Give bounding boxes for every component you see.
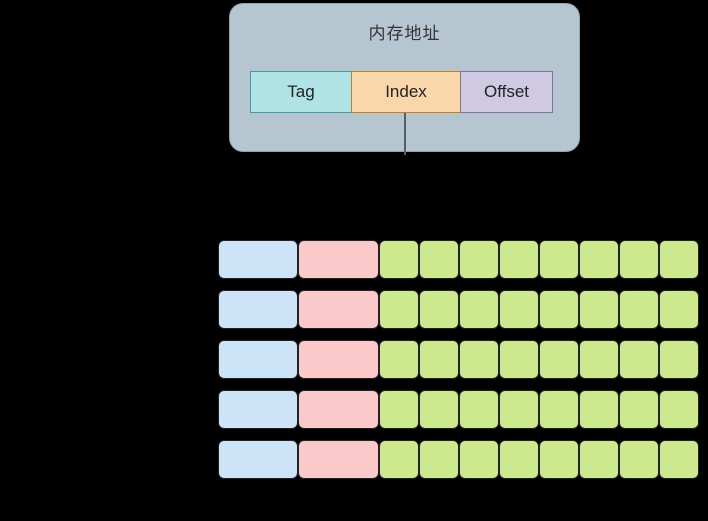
cache-cell-data[interactable] <box>419 290 459 329</box>
cache-cell-data[interactable] <box>379 340 419 379</box>
cache-cell-data[interactable] <box>459 290 499 329</box>
cache-cell-data[interactable] <box>579 290 619 329</box>
cache-row <box>218 440 699 479</box>
cache-cell-data[interactable] <box>459 440 499 479</box>
index-connector-line <box>404 113 406 155</box>
cache-cell-data[interactable] <box>659 290 699 329</box>
cache-cell-valid[interactable] <box>218 240 298 279</box>
address-field-offset[interactable]: Offset <box>460 71 553 113</box>
cache-cell-data[interactable] <box>539 440 579 479</box>
cache-cell-data[interactable] <box>419 440 459 479</box>
cache-cell-data[interactable] <box>619 440 659 479</box>
cache-cell-data[interactable] <box>419 340 459 379</box>
cache-cell-data[interactable] <box>419 240 459 279</box>
cache-row <box>218 290 699 329</box>
cache-cell-data[interactable] <box>459 240 499 279</box>
cache-cell-data[interactable] <box>539 390 579 429</box>
cache-cell-data[interactable] <box>499 390 539 429</box>
cache-cell-data[interactable] <box>659 440 699 479</box>
cache-cell-data[interactable] <box>619 240 659 279</box>
cache-cell-data[interactable] <box>619 290 659 329</box>
cache-cell-data[interactable] <box>579 240 619 279</box>
cache-cell-data[interactable] <box>499 290 539 329</box>
address-field-tag[interactable]: Tag <box>250 71 352 113</box>
cache-row <box>218 390 699 429</box>
cache-cell-tag[interactable] <box>298 290 379 329</box>
cache-row <box>218 240 699 279</box>
cache-cell-data[interactable] <box>659 240 699 279</box>
cache-row <box>218 340 699 379</box>
cache-cell-data[interactable] <box>539 340 579 379</box>
cache-grid <box>218 240 699 480</box>
cache-cell-data[interactable] <box>539 240 579 279</box>
cache-cell-valid[interactable] <box>218 290 298 329</box>
cache-cell-tag[interactable] <box>298 240 379 279</box>
cache-cell-valid[interactable] <box>218 390 298 429</box>
cache-cell-data[interactable] <box>539 290 579 329</box>
cache-cell-data[interactable] <box>379 240 419 279</box>
cache-cell-data[interactable] <box>379 290 419 329</box>
cache-cell-tag[interactable] <box>298 340 379 379</box>
cache-cell-data[interactable] <box>579 390 619 429</box>
cache-cell-data[interactable] <box>419 390 459 429</box>
cache-cell-data[interactable] <box>499 340 539 379</box>
cache-cell-tag[interactable] <box>298 390 379 429</box>
cache-cell-data[interactable] <box>659 340 699 379</box>
cache-cell-data[interactable] <box>499 440 539 479</box>
cache-cell-data[interactable] <box>459 390 499 429</box>
memory-address-title: 内存地址 <box>368 24 441 43</box>
memory-address-panel: 内存地址 Tag Index Offset <box>229 3 580 155</box>
cache-cell-tag[interactable] <box>298 440 379 479</box>
cache-cell-data[interactable] <box>579 340 619 379</box>
address-field-index[interactable]: Index <box>351 71 461 113</box>
cache-cell-valid[interactable] <box>218 440 298 479</box>
cache-cell-data[interactable] <box>499 240 539 279</box>
cache-cell-valid[interactable] <box>218 340 298 379</box>
cache-cell-data[interactable] <box>379 390 419 429</box>
cache-cell-data[interactable] <box>619 390 659 429</box>
cache-cell-data[interactable] <box>619 340 659 379</box>
cache-cell-data[interactable] <box>459 340 499 379</box>
cache-cell-data[interactable] <box>659 390 699 429</box>
cache-cell-data[interactable] <box>379 440 419 479</box>
cache-cell-data[interactable] <box>579 440 619 479</box>
